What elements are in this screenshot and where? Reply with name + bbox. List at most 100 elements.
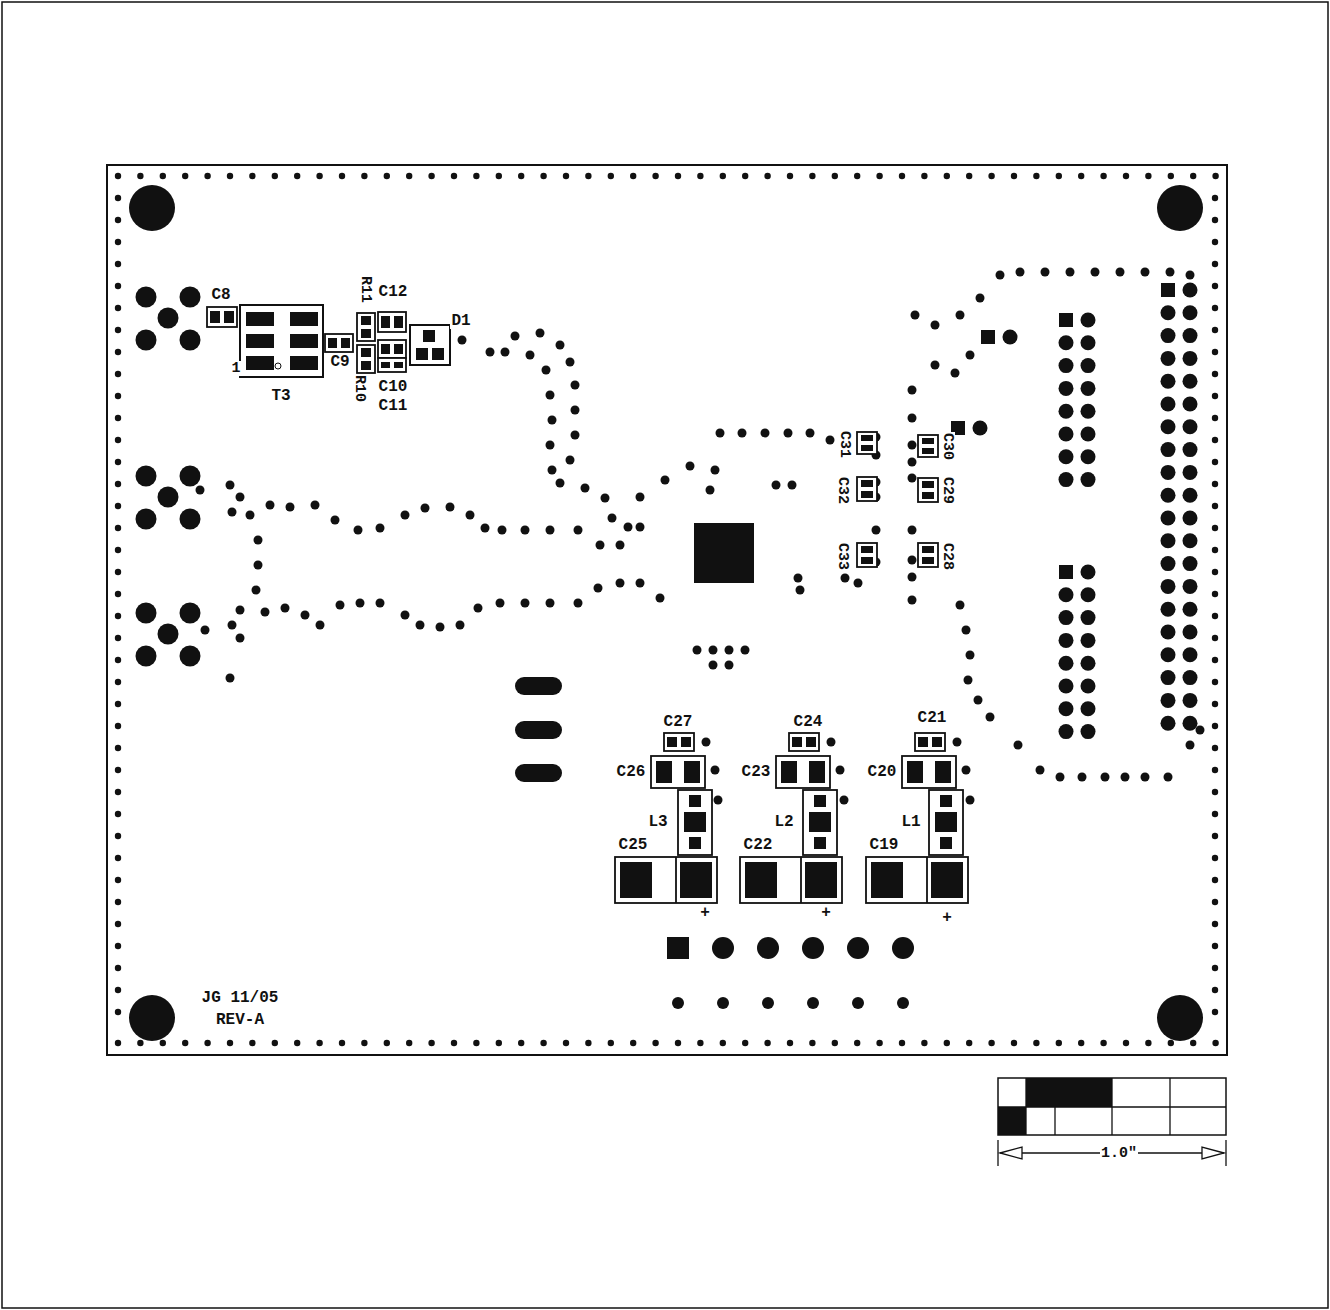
round-pad xyxy=(973,421,988,436)
via xyxy=(832,1040,838,1046)
via xyxy=(876,173,882,179)
connector-pad xyxy=(136,509,157,530)
pad xyxy=(416,348,428,360)
via xyxy=(115,393,121,399)
round-pad xyxy=(1059,656,1074,671)
package-outline xyxy=(740,857,842,903)
slot-hole xyxy=(515,677,562,695)
via xyxy=(1196,726,1205,735)
connector-pad xyxy=(136,603,157,624)
round-pad xyxy=(1161,488,1176,503)
via xyxy=(1212,899,1218,905)
via xyxy=(720,1040,726,1046)
via xyxy=(356,599,365,608)
round-pad xyxy=(1081,656,1096,671)
via xyxy=(115,657,121,663)
via xyxy=(836,766,845,775)
part-label: C9 xyxy=(329,354,350,370)
pad xyxy=(792,737,802,747)
via xyxy=(1212,833,1218,839)
via xyxy=(227,1040,233,1046)
round-pad xyxy=(1059,679,1074,694)
via xyxy=(466,511,475,520)
pad xyxy=(781,761,797,783)
via xyxy=(115,965,121,971)
via xyxy=(115,1040,121,1046)
via xyxy=(1011,1040,1017,1046)
via xyxy=(709,646,718,655)
package-outline xyxy=(378,340,406,358)
round-pad xyxy=(1081,633,1096,648)
round-pad xyxy=(1161,693,1176,708)
mounting-hole xyxy=(129,995,175,1041)
via xyxy=(236,634,245,643)
round-pad xyxy=(1183,647,1198,662)
via xyxy=(115,481,121,487)
via xyxy=(672,997,684,1009)
via xyxy=(966,796,975,805)
part-label: C29 xyxy=(940,475,955,504)
part-label: C23 xyxy=(741,764,772,780)
via xyxy=(624,523,633,532)
via xyxy=(796,586,805,595)
via xyxy=(764,1040,770,1046)
round-pad xyxy=(1161,647,1176,662)
via xyxy=(1168,173,1174,179)
via xyxy=(196,486,205,495)
via xyxy=(316,621,325,630)
package-outline xyxy=(929,790,963,855)
via xyxy=(115,833,121,839)
part-label: L2 xyxy=(773,814,794,830)
via xyxy=(1212,239,1218,245)
round-pad xyxy=(1183,602,1198,617)
via xyxy=(1212,173,1218,179)
via xyxy=(996,271,1005,280)
via xyxy=(986,713,995,722)
via xyxy=(115,217,121,223)
via xyxy=(1212,855,1218,861)
via xyxy=(714,796,723,805)
via xyxy=(115,679,121,685)
round-pad xyxy=(1059,633,1074,648)
via xyxy=(115,261,121,267)
pad xyxy=(394,344,403,354)
via xyxy=(1101,773,1110,782)
round-pad xyxy=(1183,579,1198,594)
via xyxy=(204,1040,210,1046)
pin1-mark xyxy=(275,363,281,369)
via xyxy=(446,503,455,512)
via xyxy=(1056,173,1062,179)
via xyxy=(908,526,917,535)
via xyxy=(656,594,665,603)
round-pad xyxy=(1183,442,1198,457)
round-pad xyxy=(1081,427,1096,442)
via xyxy=(716,429,725,438)
pad xyxy=(684,761,700,783)
via xyxy=(908,573,917,582)
part-label: C30 xyxy=(940,431,955,460)
part-label: C26 xyxy=(616,764,647,780)
part-label: C28 xyxy=(940,541,955,570)
scale-frame xyxy=(998,1078,1226,1135)
pad xyxy=(922,557,934,564)
package-outline xyxy=(357,313,375,341)
via xyxy=(1033,173,1039,179)
pad xyxy=(809,812,831,832)
via xyxy=(115,173,121,179)
via xyxy=(717,997,729,1009)
via xyxy=(1078,773,1087,782)
mounting-hole xyxy=(1157,185,1203,231)
via xyxy=(1141,773,1150,782)
via xyxy=(966,351,975,360)
via xyxy=(1123,1040,1129,1046)
pad xyxy=(681,737,691,747)
pad xyxy=(814,795,826,807)
package-outline xyxy=(651,756,705,788)
scale-line xyxy=(1169,1078,1170,1135)
scale-arrowhead xyxy=(1000,1147,1022,1159)
round-pad xyxy=(1161,625,1176,640)
via xyxy=(501,348,510,357)
via xyxy=(521,599,530,608)
via xyxy=(376,599,385,608)
